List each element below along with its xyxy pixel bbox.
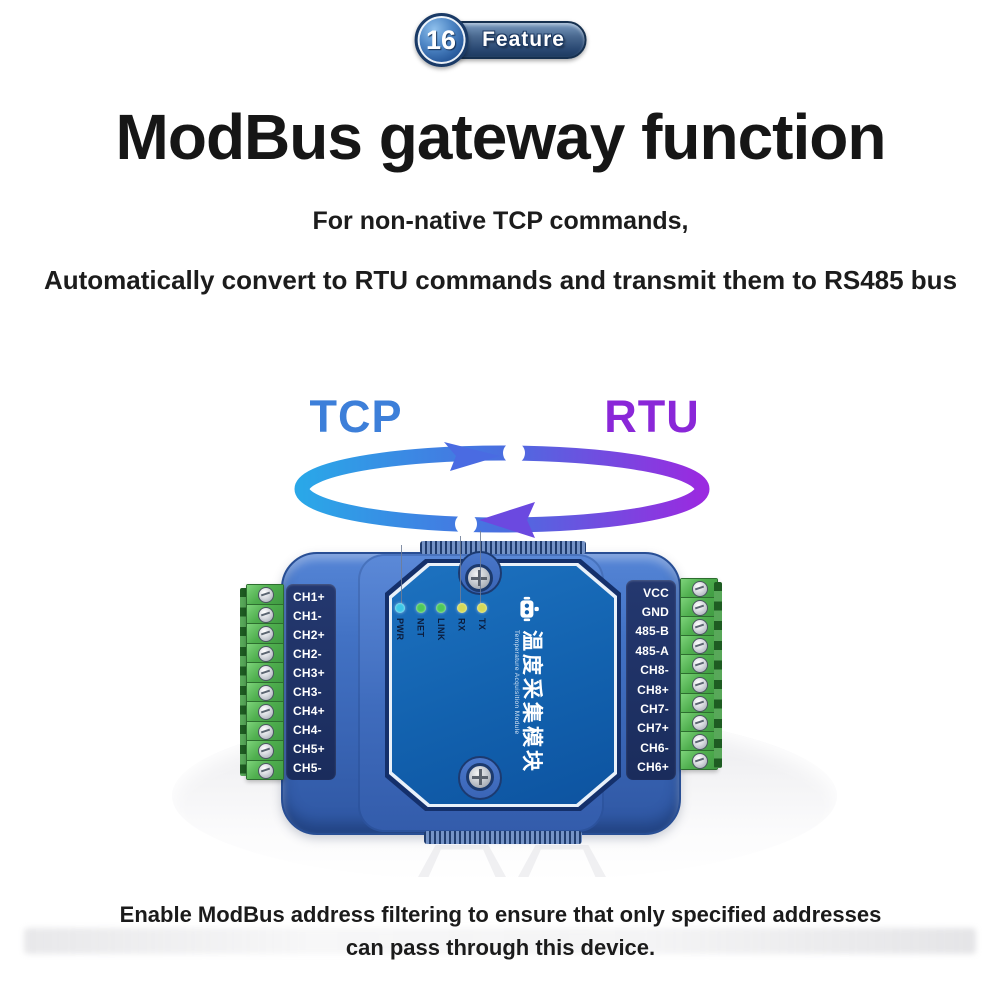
led-label: PWR <box>395 618 405 641</box>
terminal-screw <box>681 598 717 618</box>
terminal-screw <box>247 604 283 624</box>
leader-line <box>460 536 461 604</box>
terminal-screw <box>247 643 283 663</box>
terminal-label: VCC <box>643 585 669 600</box>
rtu-protocol-label: RTU <box>604 391 700 442</box>
terminal-screw <box>681 655 717 675</box>
subtitle-line-2: Automatically convert to RTU commands an… <box>43 265 958 295</box>
terminal-screw <box>681 674 717 694</box>
led-dot-icon <box>395 603 405 613</box>
vent-fins-top <box>420 541 586 554</box>
terminal-label: CH5+ <box>293 741 325 756</box>
terminal-label: CH6+ <box>637 760 669 775</box>
led-dot-icon <box>477 603 487 613</box>
terminal-screw <box>247 702 283 722</box>
device-brand-chinese: 温度采集模块 <box>520 630 544 774</box>
terminal-screw <box>247 760 283 779</box>
mounting-screw-top-icon <box>465 564 493 592</box>
page-title: ModBus gateway function <box>115 101 887 173</box>
status-led-row: PWR NET LINK RX TX <box>395 603 487 641</box>
terminal-label: CH3+ <box>293 665 325 680</box>
feature-number: 16 <box>426 24 457 55</box>
terminal-block-right <box>680 578 718 770</box>
led-label: NET <box>415 618 426 638</box>
terminal-label: CH2+ <box>293 627 325 642</box>
terminal-label: CH1- <box>293 608 322 623</box>
terminal-label: CH3- <box>293 684 322 699</box>
terminal-label: CH1+ <box>293 589 325 604</box>
terminal-screw <box>681 750 717 769</box>
terminal-screw <box>681 636 717 656</box>
led-label: LINK <box>436 618 446 641</box>
tcp-protocol-label: TCP <box>309 391 403 442</box>
terminal-labels-right: VCC GND 485-B 485-A CH8- CH8+ CH7- CH7+ … <box>626 580 676 780</box>
terminal-label: CH7- <box>640 702 669 717</box>
subtitle-line-1: For non-native TCP commands, <box>312 207 689 235</box>
terminal-screw <box>247 624 283 644</box>
led-label: RX <box>456 618 467 632</box>
device-brand-english: Temperature Acquisition Module <box>512 630 520 735</box>
feature-badge: 16 Feature <box>414 12 587 68</box>
terminal-label: CH8- <box>640 663 669 678</box>
terminal-label: 485-A <box>635 643 669 658</box>
led-net: NET <box>415 603 426 641</box>
terminal-screw <box>681 579 717 599</box>
led-pwr: PWR <box>395 603 405 641</box>
device-brand-block: 温度采集模块 Temperature Acquisition Module <box>507 596 549 792</box>
terminal-screw <box>681 712 717 732</box>
terminal-label: GND <box>641 605 669 620</box>
terminal-labels-left: CH1+ CH1- CH2+ CH2- CH3+ CH3- CH4+ CH4- … <box>286 584 336 780</box>
leader-line <box>401 545 402 605</box>
led-dot-icon <box>436 603 446 613</box>
terminal-screw <box>681 693 717 713</box>
footer-description: Enable ModBus address filtering to ensur… <box>119 902 882 960</box>
terminal-block-left <box>246 584 284 780</box>
feature-ribbon: Feature <box>452 21 587 59</box>
robot-logo-icon <box>520 596 539 622</box>
device-center-panel <box>385 559 621 811</box>
terminal-label: CH2- <box>293 646 322 661</box>
wire-slots-right <box>714 582 722 768</box>
feature-ribbon-label: Feature <box>482 28 565 51</box>
terminal-screw <box>247 721 283 741</box>
feature-number-badge: 16 <box>414 13 469 67</box>
terminal-screw <box>247 585 283 605</box>
led-dot-icon <box>456 603 467 613</box>
terminal-label: CH8+ <box>637 682 669 697</box>
terminal-label: 485-B <box>635 624 669 639</box>
led-label: TX <box>477 618 487 631</box>
tcp-rtu-cycle-arrows-icon <box>294 442 710 538</box>
terminal-screw <box>681 617 717 637</box>
terminal-label: CH4- <box>293 722 322 737</box>
terminal-screw <box>247 741 283 761</box>
terminal-screw <box>247 663 283 683</box>
terminal-label: CH4+ <box>293 703 325 718</box>
led-rx: RX <box>456 603 467 641</box>
terminal-label: CH6- <box>640 740 669 755</box>
faded-watermark-bar <box>24 928 976 954</box>
terminal-label: CH5- <box>293 760 322 775</box>
vent-fins-bottom <box>424 831 582 844</box>
led-tx: TX <box>477 603 487 641</box>
led-dot-icon <box>415 603 426 613</box>
led-link: LINK <box>436 603 446 641</box>
mounting-screw-bottom-icon <box>466 763 494 791</box>
terminal-label: CH7+ <box>637 721 669 736</box>
terminal-screw <box>247 682 283 702</box>
wire-slots-left <box>240 588 248 776</box>
terminal-screw <box>681 731 717 751</box>
leader-line <box>480 531 481 604</box>
